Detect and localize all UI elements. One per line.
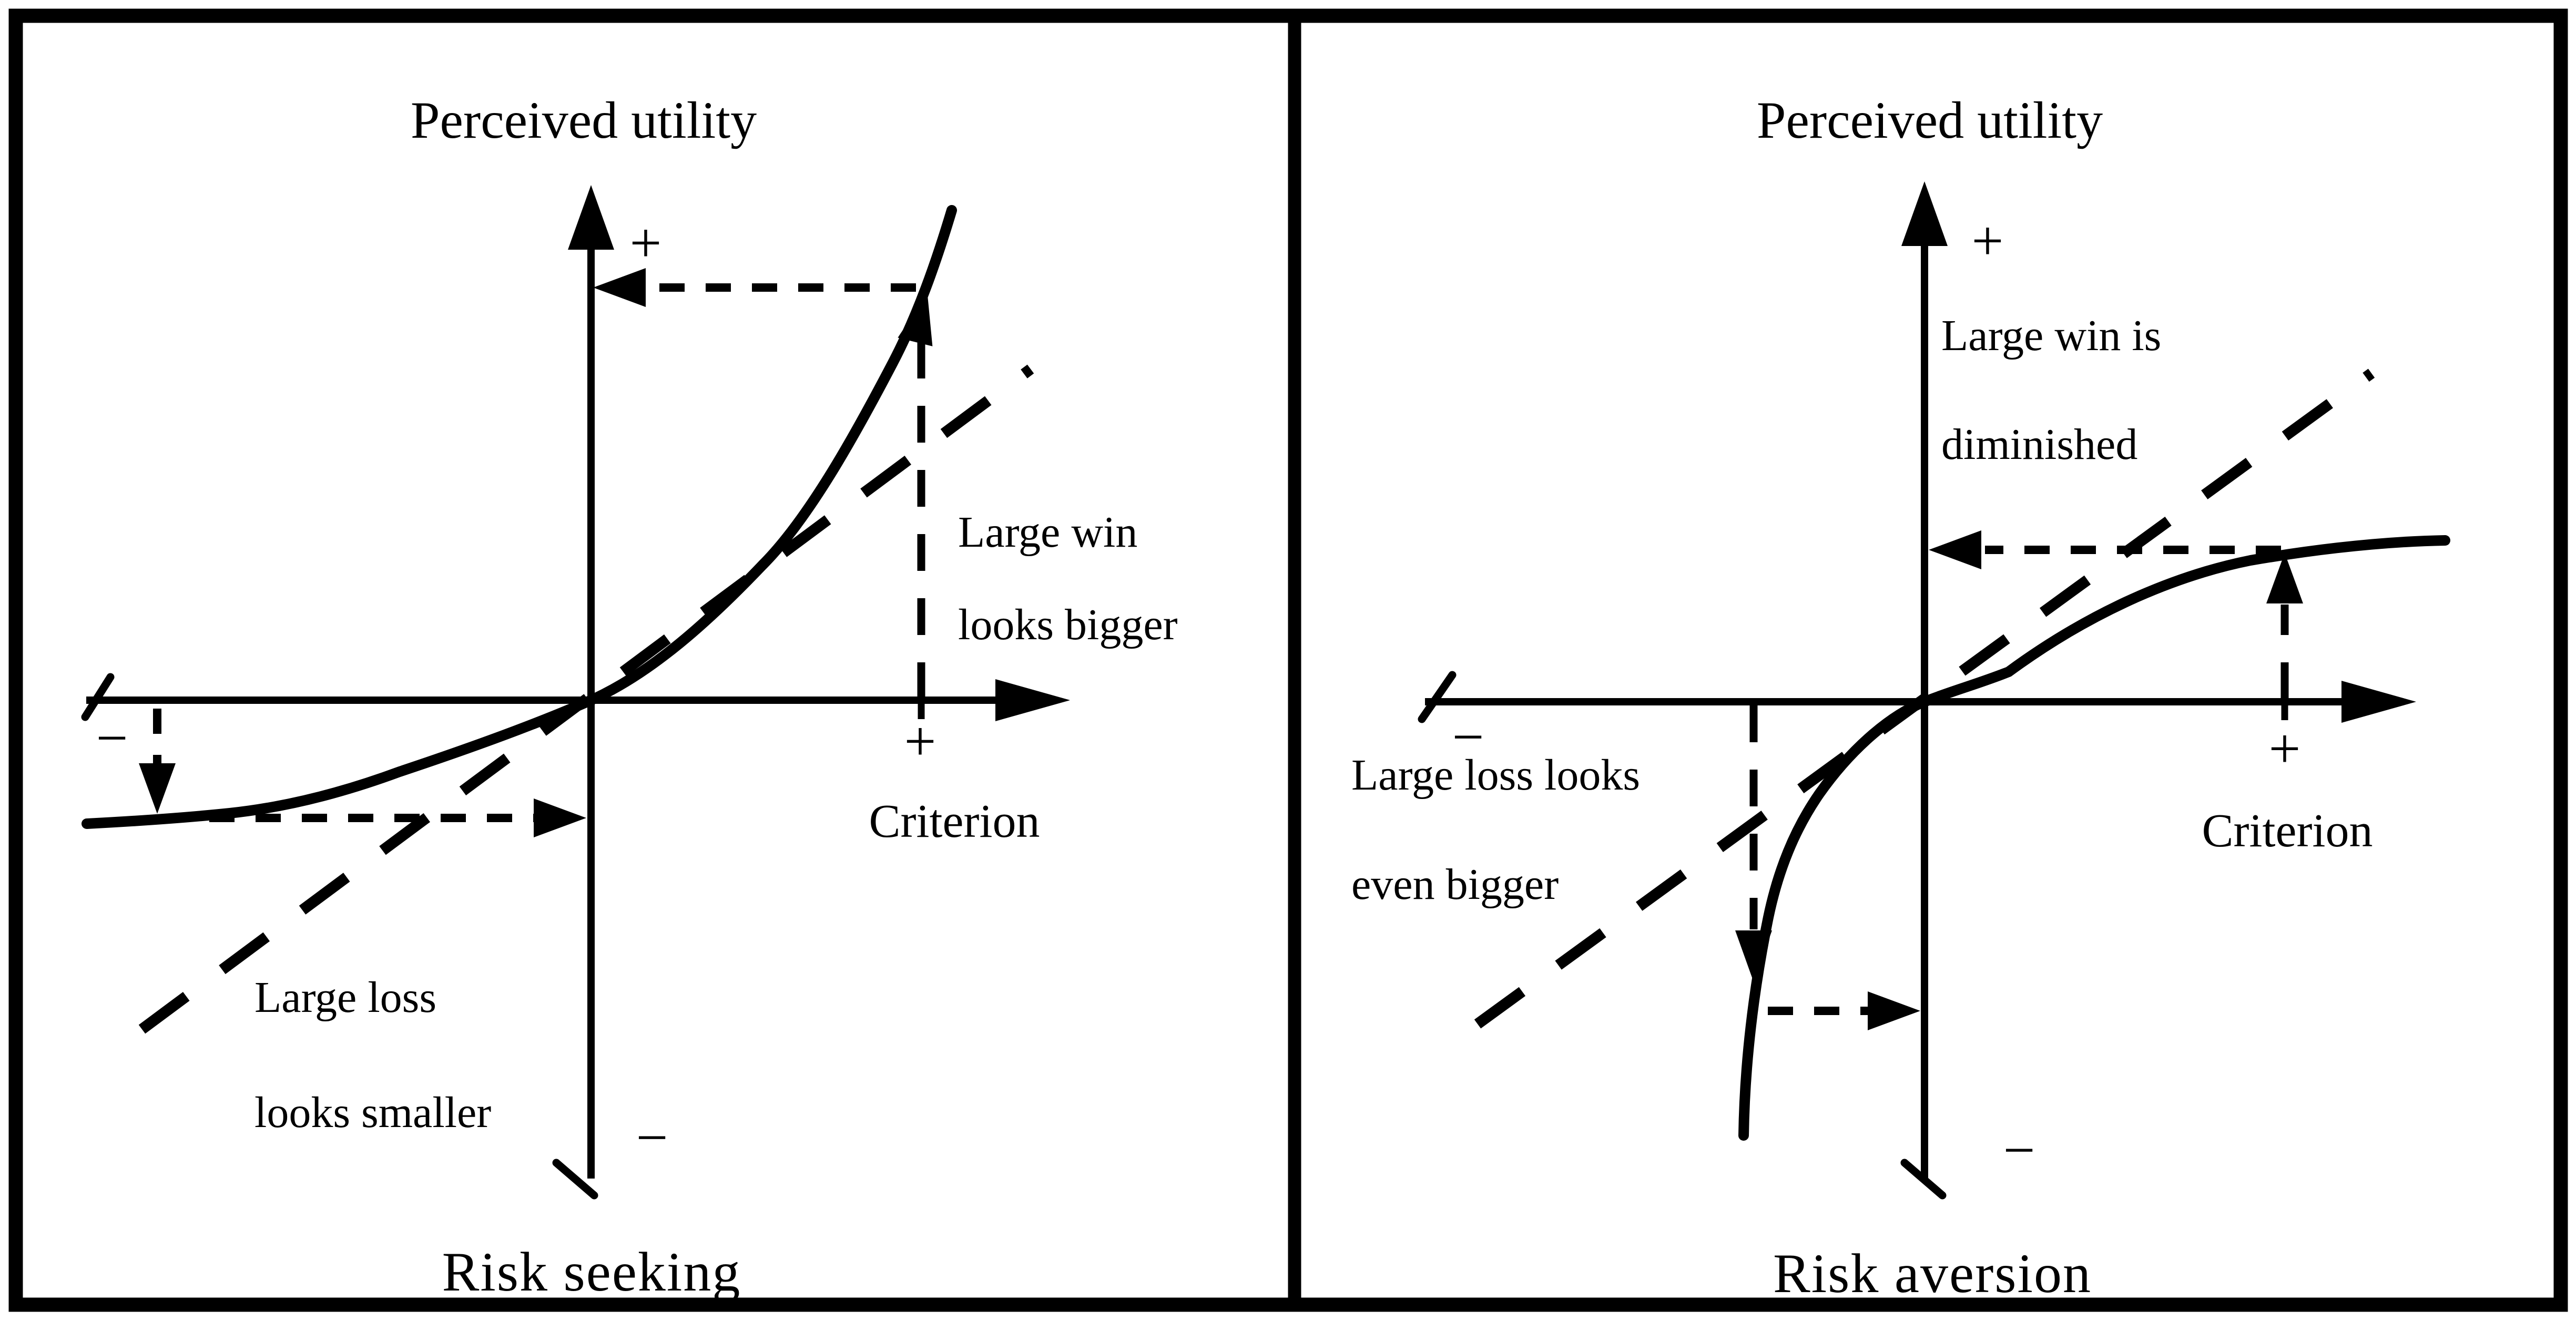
y-axis-arrowhead-icon [568, 185, 614, 250]
loss-annotation-line1: Large loss looks [1351, 751, 1640, 800]
win-annotation-line1: Large win is [1941, 311, 2161, 360]
panel-title: Perceived utility [1757, 91, 2103, 149]
y-axis-end-slash [552, 1159, 598, 1200]
y-plus-sign: + [1972, 210, 2004, 272]
y-axis-arrowhead-icon [1901, 181, 1948, 246]
x-axis-arrowhead-icon [995, 679, 1070, 721]
x-minus-sign: − [1452, 706, 1484, 769]
loss-drop-arrowhead-icon [139, 763, 176, 814]
panel-caption: Risk aversion [1773, 1243, 2092, 1304]
x-axis-end-slash [1418, 671, 1457, 723]
x-plus-sign: + [904, 710, 936, 773]
value-curve [82, 205, 957, 829]
panel-caption: Risk seeking [442, 1241, 741, 1303]
panel-risk-seeking: Perceived utility + Large win looks bigg… [81, 91, 1178, 1303]
x-plus-sign: + [2269, 718, 2301, 780]
criterion-up-arrowhead-icon [2266, 553, 2303, 603]
loss-projection-arrowhead-icon [1868, 991, 1920, 1030]
y-minus-sign: − [2003, 1119, 2035, 1182]
y-plus-sign: + [630, 212, 662, 274]
win-projection-arrowhead-icon [593, 268, 646, 307]
win-annotation-line1: Large win [958, 508, 1137, 557]
y-axis-end-slash [1900, 1159, 1947, 1200]
win-annotation-line2: looks bigger [958, 600, 1178, 649]
panel-title: Perceived utility [411, 91, 757, 149]
x-axis-end-slash [81, 673, 115, 721]
criterion-vertical-arrowhead-icon [898, 293, 933, 346]
loss-annotation-line2: even bigger [1351, 860, 1559, 909]
x-axis-label: Criterion [869, 795, 1040, 847]
x-axis-label: Criterion [2202, 805, 2373, 857]
loss-projection-arrowhead-icon [534, 798, 586, 837]
loss-vertical-arrowhead-icon [1735, 930, 1772, 982]
y-minus-sign: − [636, 1107, 668, 1169]
loss-annotation-line2: looks smaller [254, 1088, 491, 1137]
win-annotation-line2: diminished [1941, 420, 2137, 469]
win-projection-arrowhead-icon [1929, 530, 1981, 569]
loss-annotation-line1: Large loss [254, 973, 436, 1022]
x-axis-arrowhead-icon [2341, 681, 2416, 723]
panel-risk-aversion: Perceived utility + Large win is diminis… [1351, 91, 2450, 1304]
x-minus-sign: − [96, 707, 128, 770]
